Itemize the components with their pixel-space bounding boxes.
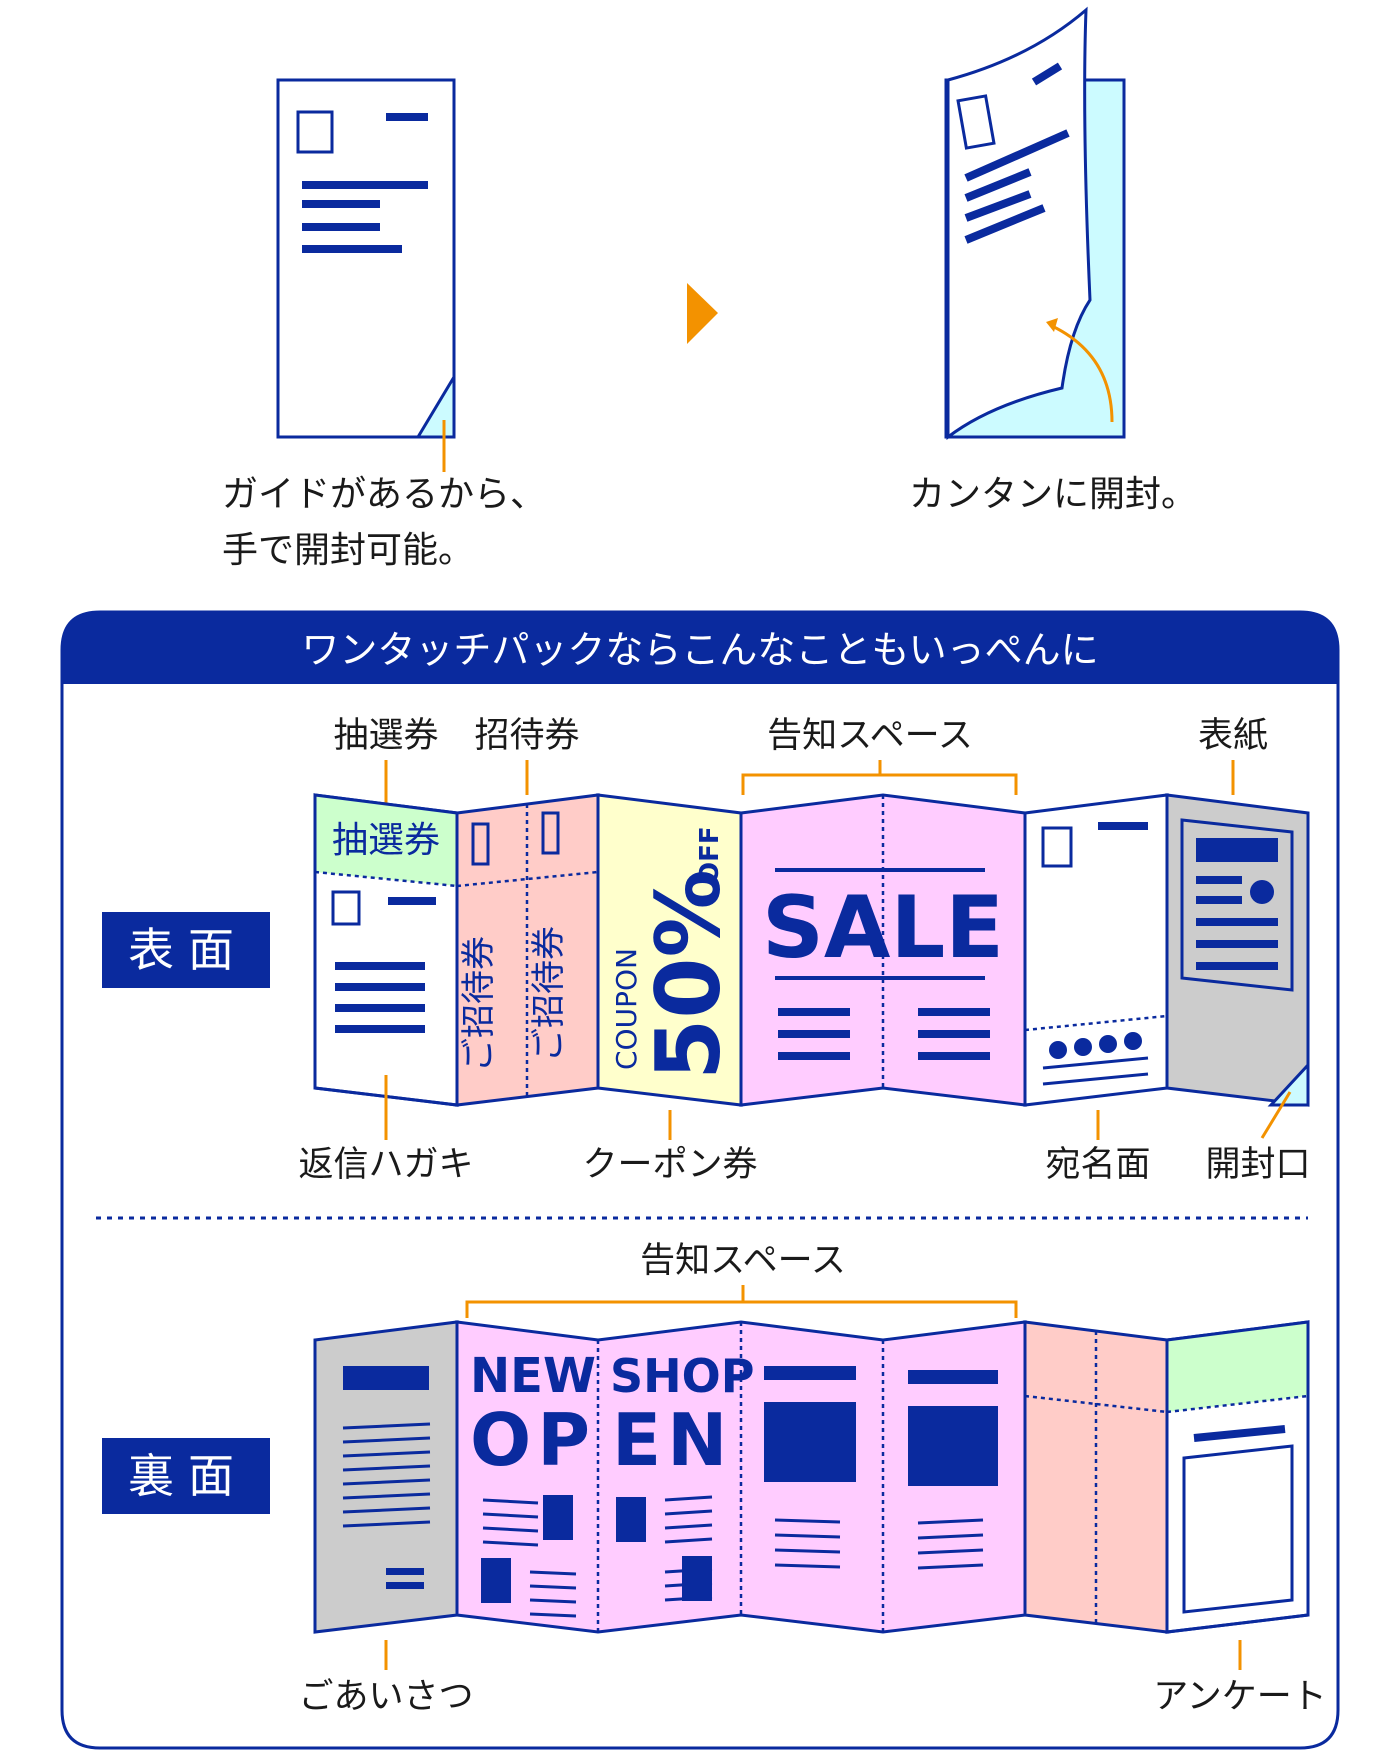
label-cover: 表紙 <box>1198 716 1268 756</box>
art-shop: SHOP <box>610 1349 754 1403</box>
label-notice-back: 告知スペース <box>640 1241 846 1281</box>
art-lottery-text: 抽選券 <box>332 820 440 861</box>
play-triangle-icon <box>687 283 718 344</box>
label-lottery: 抽選券 <box>333 716 438 756</box>
closed-mailer-illustration <box>276 78 456 472</box>
opening-mailer-illustration <box>944 6 1126 441</box>
label-survey: アンケート <box>1153 1677 1327 1717</box>
art-new: NEW <box>470 1348 596 1404</box>
art-sale: SALE <box>762 878 1004 978</box>
art-invitation-text-1: ご招待券 <box>459 936 499 1072</box>
front-side-badge <box>102 912 270 988</box>
left-caption-line2: 手で開封可能。 <box>222 530 474 571</box>
art-open-right: EN <box>612 1398 733 1482</box>
label-coupon: クーポン券 <box>582 1145 757 1185</box>
art-coupon-big: 50% <box>637 869 740 1080</box>
left-caption-line1: ガイドがあるから、 <box>222 474 546 515</box>
back-folded-sheet: NEW SHOP OP EN <box>313 1320 1310 1634</box>
back-side-label: 裏面 <box>128 1449 248 1503</box>
right-caption: カンタンに開封。 <box>909 474 1197 515</box>
label-invitation: 招待券 <box>474 716 579 756</box>
art-invitation-text-2: ご招待券 <box>529 926 569 1062</box>
label-greeting: ごあいさつ <box>298 1677 473 1717</box>
label-opening: 開封口 <box>1205 1145 1310 1185</box>
panel-title: ワンタッチパックならこんなこともいっぺんに <box>301 628 1098 672</box>
front-side-label: 表面 <box>128 923 248 977</box>
panel-title-bar <box>62 612 1338 684</box>
label-notice-front: 告知スペース <box>767 716 973 756</box>
art-open-left: OP <box>470 1398 596 1482</box>
label-address: 宛名面 <box>1045 1145 1150 1185</box>
art-coupon-off: OFF <box>695 826 725 884</box>
back-side-badge <box>102 1438 270 1514</box>
front-folded-sheet: 抽選券 ご招待券 ご招待券 COUPON 50% OFF SALE <box>313 793 1310 1107</box>
label-reply-postcard: 返信ハガキ <box>298 1145 473 1185</box>
art-coupon-word: COUPON <box>610 948 643 1070</box>
